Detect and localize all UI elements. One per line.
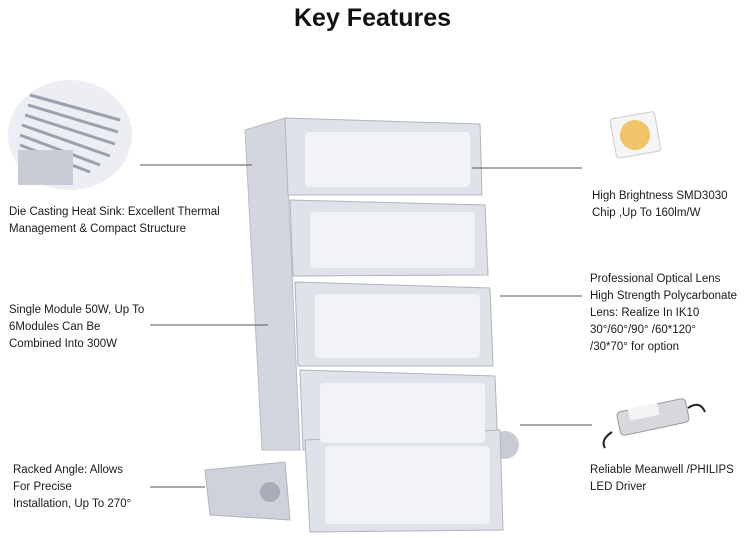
- feature-line: High Strength Polycarbonate: [590, 290, 738, 302]
- feature-angle: Racked Angle: Allows For Precise Install…: [13, 462, 131, 513]
- feature-line: 6Modules Can Be: [9, 321, 101, 333]
- led-driver-image: [602, 398, 706, 449]
- feature-line: /30*70° for option: [590, 341, 679, 353]
- feature-line: High Brightness SMD3030: [592, 190, 728, 202]
- feature-line: Racked Angle: Allows: [13, 464, 123, 476]
- feature-line: LED Driver: [590, 481, 647, 493]
- feature-driver: Reliable Meanwell /PHILIPS LED Driver: [590, 462, 734, 496]
- page-title: Key Features: [293, 4, 452, 32]
- heat-sink-image: [8, 80, 132, 190]
- feature-chip: High Brightness SMD3030 Chip ,Up To 160l…: [592, 188, 728, 222]
- feature-line: Combined Into 300W: [9, 338, 118, 350]
- callout-lines: [140, 164, 592, 488]
- feature-line: Chip ,Up To 160lm/W: [592, 207, 701, 219]
- feature-line: Reliable Meanwell /PHILIPS: [590, 464, 734, 476]
- feature-line: Single Module 50W, Up To: [9, 304, 145, 316]
- feature-line: Die Casting Heat Sink: Excellent Thermal: [9, 206, 220, 218]
- feature-line: For Precise: [13, 481, 72, 493]
- feature-line: Professional Optical Lens: [590, 273, 721, 285]
- flood-light-body: [204, 117, 519, 533]
- smd-chip-image: [609, 111, 662, 159]
- feature-line: Lens: Realize In IK10: [590, 307, 700, 319]
- feature-line: Management & Compact Structure: [9, 223, 187, 235]
- feature-line: 30°/60°/90° /60*120°: [590, 324, 697, 336]
- feature-module: Single Module 50W, Up To 6Modules Can Be…: [9, 302, 144, 353]
- feature-heat-sink: Die Casting Heat Sink: Excellent Thermal…: [9, 204, 220, 238]
- feature-lens: Professional Optical Lens High Strength …: [590, 271, 737, 356]
- feature-line: Installation, Up To 270°: [13, 498, 132, 510]
